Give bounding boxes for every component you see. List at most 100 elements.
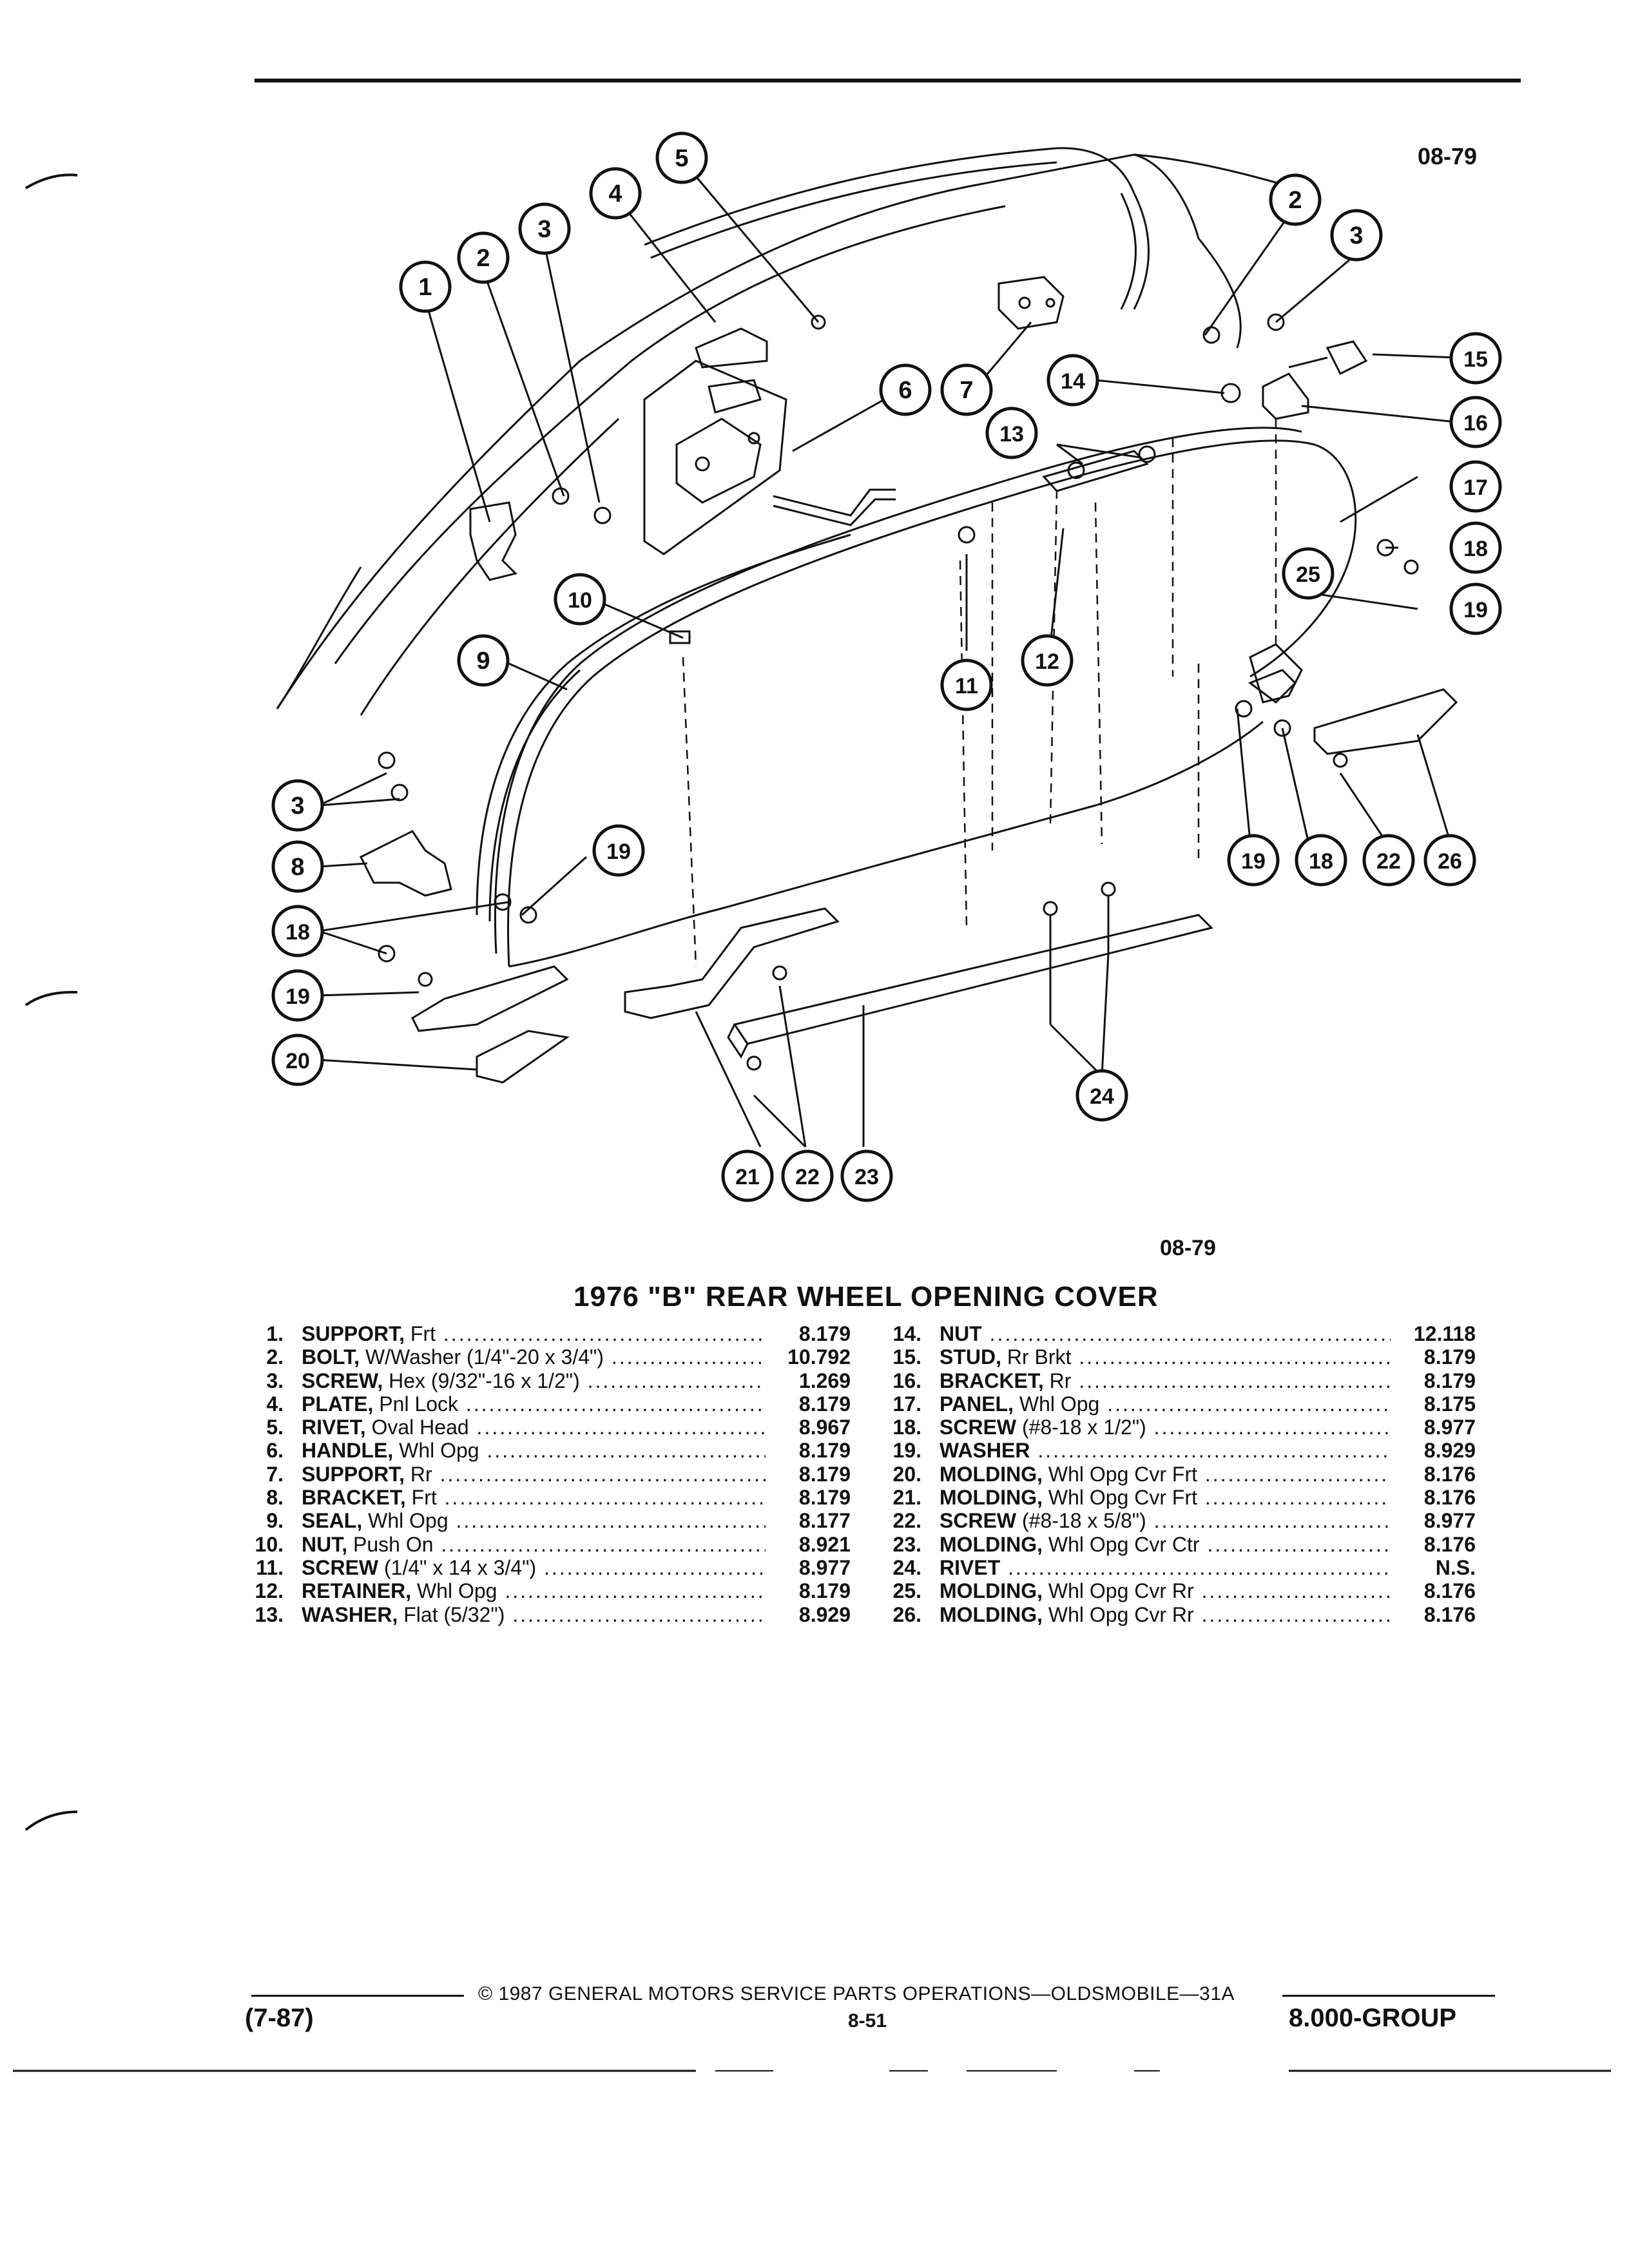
part-number: 5.: [266, 1416, 284, 1439]
group-number: 8.967: [798, 1416, 851, 1439]
part-description: SEAL, Whl Opg ..........................…: [302, 1509, 766, 1533]
callout-14: 14: [1046, 354, 1099, 407]
part-description: MOLDING, Whl Opg Cvr Frt ...............…: [940, 1486, 1391, 1510]
callout-16: 16: [1449, 396, 1502, 448]
part-number: 14.: [892, 1322, 921, 1345]
svg-text:3: 3: [537, 216, 551, 243]
svg-text:2: 2: [476, 245, 490, 272]
group-number: 8.179: [798, 1392, 851, 1416]
group-code: 8.000-GROUP: [1289, 2004, 1457, 2032]
part-description: NUT, Push On ...........................…: [302, 1532, 766, 1556]
svg-text:2: 2: [1288, 187, 1302, 214]
svg-text:19: 19: [1463, 598, 1488, 622]
parts-row: 2.BOLT, W/Washer (1/4"-20 x 3/4") ......…: [245, 1345, 857, 1369]
parts-row: 14. NUT .................................…: [889, 1322, 1476, 1345]
parts-row: 22.SCREW (#8-18 x 5/8") ................…: [889, 1509, 1476, 1532]
part-number: 12.: [255, 1579, 284, 1603]
svg-text:4: 4: [608, 180, 622, 207]
svg-text:21: 21: [735, 1165, 760, 1189]
svg-text:16: 16: [1463, 411, 1488, 436]
svg-text:11: 11: [955, 674, 978, 698]
parts-row: 9. SEAL, Whl Opg ........................…: [245, 1509, 857, 1532]
part-number: 8.: [266, 1486, 284, 1510]
callout-12: 12: [1021, 634, 1074, 687]
svg-text:20: 20: [285, 1049, 310, 1073]
parts-row: 4. PLATE, Pnl Lock ......................…: [245, 1392, 857, 1416]
callout-19: 19: [271, 969, 324, 1022]
callout-4: 4: [589, 167, 642, 220]
part-number: 9.: [266, 1509, 284, 1533]
group-number: 8.179: [798, 1486, 851, 1510]
svg-text:17: 17: [1463, 476, 1488, 500]
part-number: 20.: [892, 1462, 921, 1486]
callout-18: 18: [271, 905, 324, 957]
parts-row: 20. MOLDING, Whl Opg Cvr Frt ............…: [889, 1463, 1476, 1486]
part-number: 1.: [266, 1322, 284, 1345]
parts-row: 23.MOLDING, Whl Opg Cvr Ctr ............…: [889, 1533, 1476, 1556]
svg-text:18: 18: [1463, 537, 1488, 561]
copyright-line: © 1987 GENERAL MOTORS SERVICE PARTS OPER…: [478, 1983, 1235, 2004]
group-number: 8.977: [1423, 1416, 1476, 1439]
parts-row: 15.STUD, Rr Brkt .......................…: [889, 1345, 1476, 1369]
group-number: 8.977: [1423, 1509, 1476, 1533]
callout-7: 7: [940, 363, 993, 416]
part-description: BRACKET, Frt ...........................…: [302, 1486, 766, 1510]
part-number: 10.: [255, 1532, 284, 1556]
part-description: SCREW (1/4" x 14 x 3/4") ...............…: [302, 1555, 766, 1579]
callout-13: 13: [985, 407, 1038, 459]
page-title: 1976 "B" REAR WHEEL OPENING COVER: [574, 1281, 1159, 1312]
svg-text:10: 10: [568, 588, 592, 613]
callout-2: 2: [457, 231, 510, 284]
part-description: NUT ....................................…: [940, 1322, 1391, 1345]
callout-24: 24: [1075, 1069, 1128, 1122]
exploded-parts-diagram: 1223334567891011121314151617181818191919…: [271, 131, 1502, 1202]
part-description: SUPPORT, Rr ............................…: [302, 1462, 766, 1486]
callout-19: 19: [1449, 582, 1502, 635]
part-number: 4.: [266, 1392, 284, 1416]
callout-18: 18: [1295, 834, 1347, 887]
svg-text:22: 22: [1376, 849, 1401, 874]
part-description: PLATE, Pnl Lock ........................…: [302, 1392, 766, 1416]
parts-row: 25.MOLDING, Whl Opg Cvr Rr .............…: [889, 1579, 1476, 1602]
diagram-code-top: 08-79: [1418, 143, 1478, 169]
group-number: 8.176: [1423, 1579, 1476, 1603]
svg-text:3: 3: [1349, 222, 1363, 249]
callout-6: 6: [879, 363, 932, 416]
part-description: BRACKET, Rr ............................…: [940, 1369, 1391, 1392]
callout-3: 3: [1330, 209, 1383, 262]
parts-row: 19.WASHER ..............................…: [889, 1439, 1476, 1462]
part-description: BOLT, W/Washer (1/4"-20 x 3/4") ........…: [302, 1345, 766, 1369]
part-description: SCREW (#8-18 x 1/2") ...................…: [940, 1416, 1391, 1439]
group-number: 12.118: [1413, 1322, 1476, 1345]
parts-row: 21.MOLDING, Whl Opg Cvr Frt ............…: [889, 1486, 1476, 1509]
part-number: 16.: [892, 1369, 921, 1392]
group-number: 8.179: [798, 1439, 851, 1463]
part-number: 3.: [266, 1369, 284, 1392]
svg-text:25: 25: [1296, 562, 1320, 587]
margin-marks: [24, 173, 78, 1831]
part-number: 24.: [892, 1555, 921, 1579]
group-number: 8.977: [798, 1555, 851, 1579]
svg-text:19: 19: [285, 985, 310, 1009]
part-description: PANEL, Whl Opg .........................…: [940, 1392, 1391, 1416]
group-number: 8.177: [798, 1509, 851, 1533]
callout-25: 25: [1282, 547, 1335, 600]
callout-19: 19: [1227, 834, 1280, 887]
footer-rule-right: [1282, 1995, 1495, 1997]
part-description: MOLDING, Whl Opg Cvr Frt ...............…: [940, 1462, 1391, 1486]
parts-row: 18.SCREW (#8-18 x 1/2") ................…: [889, 1416, 1476, 1439]
svg-text:12: 12: [1035, 649, 1059, 674]
callout-2: 2: [1269, 173, 1322, 226]
group-number: 1.269: [798, 1369, 851, 1392]
part-description: RETAINER, Whl Opg ......................…: [302, 1579, 766, 1603]
date-code: (7-87): [245, 2004, 314, 2032]
group-number: 8.921: [798, 1532, 851, 1556]
parts-row: 17.PANEL, Whl Opg ......................…: [889, 1392, 1476, 1416]
callout-3: 3: [518, 202, 571, 255]
part-number: 7.: [266, 1462, 284, 1486]
callout-22: 22: [1362, 834, 1415, 887]
header-rule: [255, 79, 1521, 82]
parts-list-left: 1.SUPPORT, Frt .........................…: [245, 1322, 857, 1626]
group-number: 8.176: [1423, 1602, 1476, 1626]
part-description: RIVET, Oval Head .......................…: [302, 1416, 766, 1439]
